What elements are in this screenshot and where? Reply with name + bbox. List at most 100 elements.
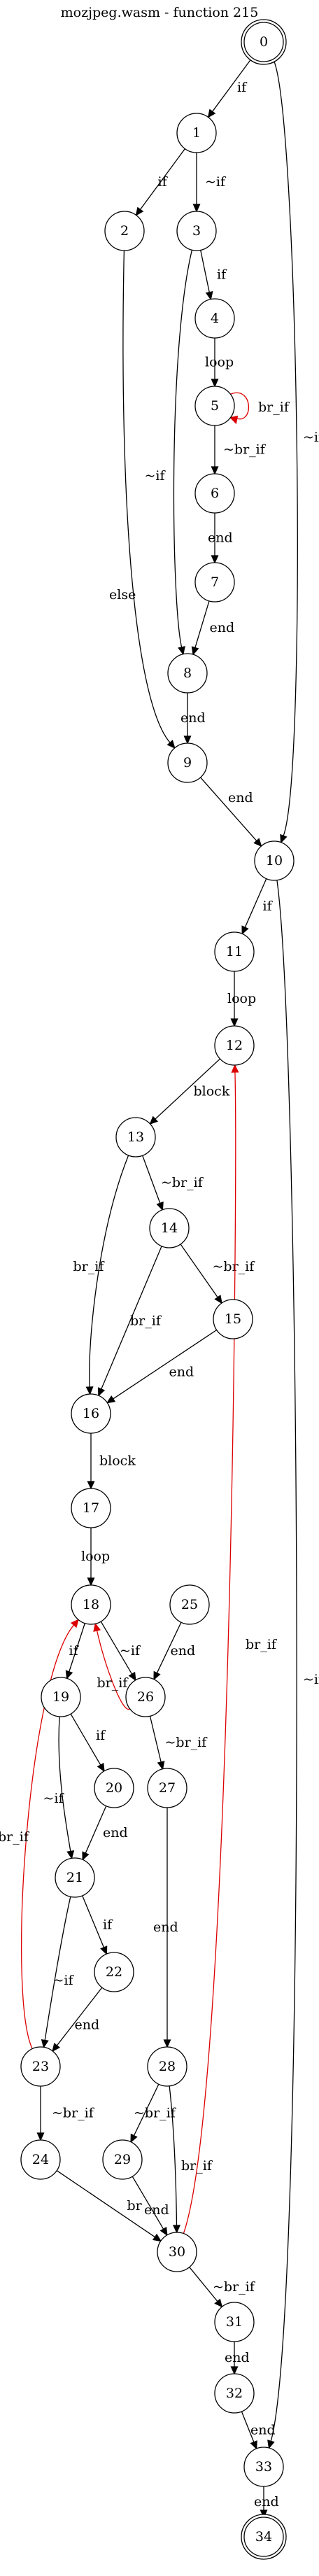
node-label: 16 [83,1406,99,1421]
edge-label: else [109,587,136,603]
node-16: 16 [71,1393,111,1434]
node-15: 15 [213,1299,253,1339]
edge-line [100,1621,133,1675]
node-label: 10 [266,853,283,868]
node-circle [157,2232,197,2272]
node-26: 26 [125,1677,166,1717]
edge-line [56,2170,155,2238]
edge-line [101,1246,162,1390]
node-30: 30 [157,2232,197,2272]
arrowhead [241,925,249,935]
arrowhead [93,1622,101,1632]
node-33: 33 [243,2447,284,2487]
edge-line [180,1244,218,1298]
edge-3-8: ~if [145,250,193,656]
node-label: 25 [181,1597,198,1612]
edge-line [21,1624,75,2049]
node-label: 20 [106,1780,122,1796]
edge-line [169,2085,178,2226]
edge-label: ~if [205,174,227,190]
node-circle [214,2302,255,2342]
node-circle [194,473,235,514]
node-27: 27 [147,1768,187,1808]
node-22: 22 [94,1952,134,1992]
arrowhead [267,2440,275,2449]
node-circle [41,1677,81,1717]
node-circle [213,1299,253,1339]
edge-label: ~if [145,468,166,484]
edge-line [56,1987,103,2046]
arrowhead [166,740,176,749]
node-8: 8 [167,653,208,694]
arrowhead [130,2133,138,2144]
arrowhead [178,646,185,656]
arrowhead [87,1481,95,1490]
edge-18-19: if [65,1623,85,1680]
node-label: 1 [192,125,201,141]
edge-line [89,1155,129,1388]
arrowhead [191,646,199,656]
edge-label: ~if [53,1973,75,1988]
edge-label: loop [205,355,234,370]
edge-line [70,1713,101,1766]
node-label: 5 [211,398,219,414]
edge-21-22: if [82,1895,113,1955]
edge-5-6: ~br_if [211,425,267,475]
node-circle [71,1488,111,1528]
node-circle [20,2046,61,2087]
edge-label: block [194,1084,230,1099]
edge-label: ~br_if [52,2106,95,2121]
edge-14-15: ~br_if [180,1244,255,1304]
edge-label: br_if [0,1829,30,1845]
node-label: 22 [106,1964,122,1980]
edge-label: if [96,1728,106,1743]
arrowhead [230,1018,239,1027]
node-28: 28 [147,2046,187,2087]
edge-27-28: end [153,1808,178,2048]
node-label: 18 [83,1597,99,1612]
node-label: 14 [161,1220,178,1236]
edge-line [132,2176,164,2230]
edge-label: loop [227,991,256,1006]
edge-label: end [169,1365,194,1380]
node-23: 23 [20,2046,61,2087]
edge-26-27: ~br_if [149,1716,208,1771]
edge-5-5: br_if [229,392,290,425]
edge-0-10: ~if [272,59,319,844]
edge-line [270,880,297,2442]
edge-28-30: br_if [169,2085,213,2234]
arrowhead [205,291,213,301]
edge-line [189,2267,218,2302]
edge-16-17: block [87,1433,136,1490]
arrowhead [97,1762,105,1773]
node-3: 3 [176,211,217,251]
node-circle [194,386,235,426]
edge-label: br [127,2198,143,2213]
arrowhead [231,1064,239,1073]
edge-24-30: br [56,2170,162,2242]
edge-line [200,250,210,293]
edge-19-21: ~if [43,1716,75,1859]
edge-label: ~if [303,430,319,445]
node-circle [214,1025,255,1066]
node-34: 34 [241,2514,287,2560]
node-circle [243,2517,284,2557]
arrowhead [82,1851,90,1861]
edge-label: end [75,2018,100,2033]
edge-label: end [103,1825,128,1840]
edge-6-7: end [208,513,233,564]
arrowhead [156,1201,164,1211]
node-circle [149,1208,190,1248]
arrowhead [128,1671,136,1682]
edge-14-16: br_if [97,1246,162,1397]
node-circle [94,1952,134,1992]
edge-25-26: end [153,1621,195,1681]
edge-3-4: if [200,250,227,301]
node-label: 15 [225,1311,241,1327]
edge-label: ~if [120,1643,141,1659]
edge-label: br_if [73,1259,106,1274]
edge-26-18: br_if [93,1622,131,1710]
edge-label: end [228,790,253,805]
node-label: 26 [137,1689,154,1705]
